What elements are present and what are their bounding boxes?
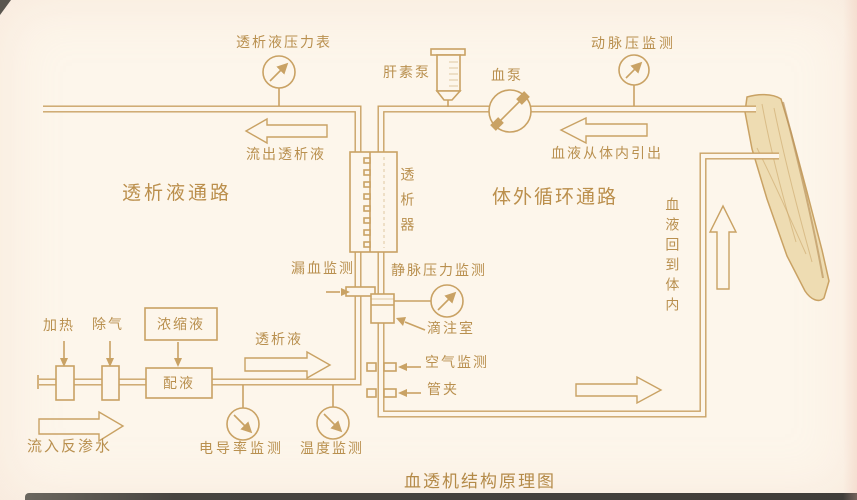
dialysate-outflow-pipe <box>43 109 358 153</box>
dialyzer-shape <box>349 151 398 253</box>
scan-bottom-edge <box>25 493 857 500</box>
blood-out-label: 血液从体内引出 <box>551 147 663 162</box>
heater-pointer-arrow-icon <box>60 341 68 367</box>
arterial-pressure-gauge-icon <box>618 54 650 106</box>
dialysate-circuit-title: 透析液通路 <box>122 183 233 204</box>
roller-pump-icon <box>488 89 532 133</box>
blood-return-label: 血液回到体内 <box>663 197 679 317</box>
syringe-icon <box>430 48 466 107</box>
dialysate-outflow-label: 流出透析液 <box>246 148 326 163</box>
blood-leak-monitor-label: 漏血监测 <box>291 262 355 277</box>
degasser-pointer-arrow-icon <box>106 341 114 367</box>
degasser-label: 除气 <box>92 318 124 333</box>
dialysate-supply-pipe <box>38 250 358 389</box>
proportioning-label: 配液 <box>163 377 195 392</box>
blood-pump-label: 血泵 <box>491 69 523 84</box>
degasser-shape <box>101 365 120 401</box>
tube-clamp-label: 管夹 <box>427 383 459 398</box>
dialyzer-label: 透析器 <box>398 167 414 242</box>
temperature-gauge-icon <box>316 385 350 440</box>
flow-arrow-dialysate-in-icon <box>244 350 332 380</box>
drip-pointer-arrow-icon <box>396 317 426 331</box>
temperature-monitor-label: 温度监测 <box>300 442 364 457</box>
air-detector-shape <box>366 362 397 372</box>
drip-chamber-label: 滴注室 <box>427 322 475 337</box>
air-monitor-label: 空气监测 <box>425 356 489 371</box>
flow-arrow-blood-out-icon <box>559 116 648 145</box>
dialysate-pressure-gauge-label: 透析液压力表 <box>236 36 332 51</box>
forearm-icon <box>744 93 830 302</box>
flow-arrow-ro-water-icon <box>38 410 125 443</box>
drip-chamber-shape <box>370 293 395 324</box>
diagram-caption: 血透机结构原理图 <box>404 472 556 491</box>
proportioning-box <box>145 367 213 399</box>
concentrate-box <box>144 307 218 341</box>
air-pointer-arrow-icon <box>398 363 421 371</box>
conductivity-gauge-icon <box>226 385 260 441</box>
leak-pointer-arrow-icon <box>326 288 350 296</box>
dialysate-pressure-gauge-icon <box>262 55 296 106</box>
tube-clamp-shape <box>366 388 397 398</box>
clamp-pointer-arrow-icon <box>398 389 421 397</box>
conductivity-monitor-label: 电导率监测 <box>199 442 284 457</box>
heater-shape <box>55 365 75 401</box>
flow-arrow-dialysate-out-icon <box>244 117 328 145</box>
concentrate-label: 浓缩液 <box>157 318 205 333</box>
extracorporeal-circuit-title: 体外循环通路 <box>492 187 619 208</box>
heater-label: 加热 <box>43 319 75 334</box>
venous-pressure-gauge-icon <box>394 284 464 318</box>
flow-arrow-venous-return-icon <box>575 375 663 405</box>
concentrate-pointer-arrow-icon <box>174 342 182 367</box>
ro-water-inflow-label: 流入反渗水 <box>27 439 113 455</box>
venous-pressure-monitor-label: 静脉压力监测 <box>391 264 487 279</box>
heparin-pump-label: 肝素泵 <box>383 66 431 81</box>
scan-corner-mark <box>0 0 11 15</box>
dialysate-flow-label: 透析液 <box>255 333 303 348</box>
flow-arrow-blood-back-icon <box>708 204 738 290</box>
arterial-pressure-monitor-label: 动脉压监测 <box>591 37 676 52</box>
